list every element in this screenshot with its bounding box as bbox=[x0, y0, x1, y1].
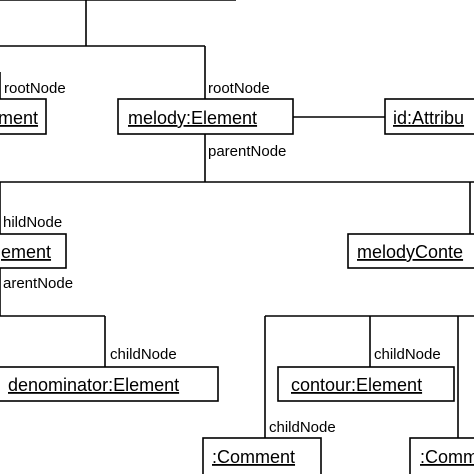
role-melody-root-node: rootNode bbox=[208, 80, 270, 97]
object-left-root-label: ment bbox=[0, 108, 38, 128]
object-left-root: ment bbox=[0, 98, 47, 135]
object-id-attribute-label: id:Attribu bbox=[393, 108, 464, 128]
object-contour: contour:Element bbox=[277, 366, 455, 402]
role-labels: rootNode rootNode parentNode hildNode ar… bbox=[3, 80, 441, 436]
object-contour-label: contour:Element bbox=[291, 375, 422, 395]
object-id-attribute: id:Attribu bbox=[384, 98, 474, 135]
object-denominator-label: denominator:Element bbox=[8, 375, 179, 395]
object-left-element: ement bbox=[0, 233, 67, 269]
object-comment-label: :Comment bbox=[212, 447, 295, 467]
connectors bbox=[0, 0, 474, 438]
object-melody-label: melody:Element bbox=[128, 108, 257, 128]
object-denominator: denominator:Element bbox=[0, 366, 219, 402]
object-melody-content-label: melodyConte bbox=[357, 242, 463, 262]
role-left-parent-node: arentNode bbox=[3, 275, 73, 292]
object-comment-right: :Comme bbox=[409, 437, 474, 474]
role-denominator-child-node: childNode bbox=[110, 346, 177, 363]
role-melody-parent-node: parentNode bbox=[208, 143, 286, 160]
object-comment-right-label: :Comme bbox=[420, 447, 474, 467]
object-comment: :Comment bbox=[202, 437, 322, 474]
role-contour-child-node: childNode bbox=[374, 346, 441, 363]
object-melody-content: melodyConte bbox=[347, 233, 474, 269]
role-left-root-node: rootNode bbox=[4, 80, 66, 97]
role-left-child-node: hildNode bbox=[3, 214, 62, 231]
object-melody: melody:Element bbox=[117, 98, 294, 135]
object-left-element-label: ement bbox=[1, 242, 51, 262]
role-comment-child-node: childNode bbox=[269, 419, 336, 436]
